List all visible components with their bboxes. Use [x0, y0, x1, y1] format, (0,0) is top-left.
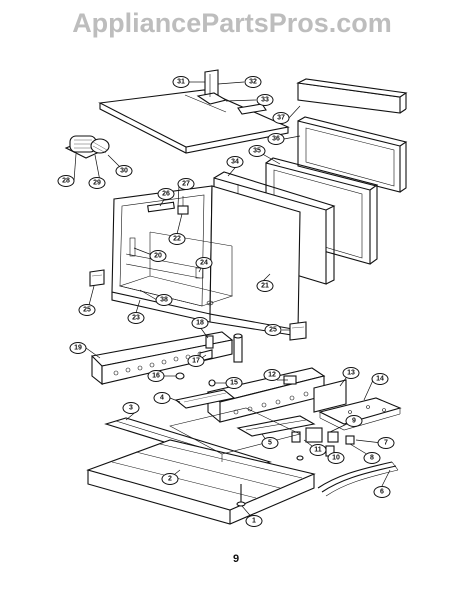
svg-text:14: 14 — [376, 376, 384, 383]
svg-text:18: 18 — [196, 320, 204, 327]
svg-text:35: 35 — [253, 148, 261, 155]
svg-text:26: 26 — [162, 191, 170, 198]
svg-text:8: 8 — [370, 455, 374, 462]
blower-assembly — [64, 135, 110, 159]
svg-text:1: 1 — [252, 518, 256, 525]
callout-4: 4 — [153, 392, 171, 404]
callout-29: 29 — [88, 177, 106, 189]
svg-text:38: 38 — [160, 297, 168, 304]
svg-text:20: 20 — [154, 253, 162, 260]
callout-17: 17 — [187, 355, 205, 367]
svg-text:13: 13 — [347, 370, 355, 377]
callout-13: 13 — [342, 367, 360, 379]
callout-27: 27 — [177, 178, 195, 190]
svg-text:22: 22 — [173, 236, 181, 243]
callout-33: 33 — [256, 94, 274, 106]
page-number: 9 — [232, 553, 240, 565]
insulation-panel-37 — [296, 78, 408, 114]
callout-1: 1 — [245, 515, 263, 527]
callout-24: 24 — [195, 257, 213, 269]
svg-text:33: 33 — [261, 97, 269, 104]
callout-7: 7 — [377, 437, 395, 449]
svg-text:37: 37 — [277, 115, 285, 122]
gas-manifold — [236, 415, 355, 457]
callout-19: 19 — [69, 342, 87, 354]
watermark: AppliancePartsPros.com — [72, 8, 392, 38]
svg-text:4: 4 — [160, 395, 164, 402]
svg-text:24: 24 — [200, 260, 208, 267]
svg-text:3: 3 — [129, 405, 133, 412]
vent-bracket — [196, 69, 267, 115]
insulation-panel-36 — [297, 116, 408, 193]
callout-12: 12 — [263, 369, 281, 381]
bracket-rail-19 — [90, 331, 243, 386]
callout-15: 15 — [225, 377, 243, 389]
callout-18: 18 — [191, 317, 209, 329]
svg-text:25: 25 — [83, 307, 91, 314]
svg-text:9: 9 — [352, 418, 356, 425]
callout-2: 2 — [161, 473, 179, 485]
callout-26: 26 — [157, 188, 175, 200]
svg-text:7: 7 — [384, 440, 388, 447]
callout-35: 35 — [248, 145, 266, 157]
svg-text:30: 30 — [120, 168, 128, 175]
svg-text:16: 16 — [152, 373, 160, 380]
svg-text:32: 32 — [249, 79, 257, 86]
side-plate-left — [89, 269, 105, 287]
svg-text:36: 36 — [272, 136, 280, 143]
callout-25-right: 25 — [264, 324, 282, 336]
burner-chassis — [174, 367, 326, 423]
callout-8: 8 — [363, 452, 381, 464]
callout-25-left: 25 — [78, 304, 96, 316]
svg-text:21: 21 — [261, 283, 269, 290]
top-cover-panel — [98, 89, 290, 154]
svg-text:19: 19 — [74, 345, 82, 352]
svg-text:27: 27 — [182, 181, 190, 188]
callout-20: 20 — [149, 250, 167, 262]
svg-text:10: 10 — [332, 455, 340, 462]
svg-text:11: 11 — [314, 447, 322, 454]
control-bracket — [313, 379, 402, 431]
callout-34: 34 — [226, 156, 244, 168]
callout-6: 6 — [373, 486, 391, 498]
side-plate-right — [289, 321, 307, 341]
callout-11: 11 — [309, 444, 327, 456]
callout-22: 22 — [168, 233, 186, 245]
base-pallet — [86, 407, 316, 525]
callout-10: 10 — [327, 452, 345, 464]
svg-text:28: 28 — [62, 178, 70, 185]
callout-30: 30 — [115, 165, 133, 177]
callout-9: 9 — [345, 415, 363, 427]
callout-16: 16 — [147, 370, 165, 382]
callout-38: 38 — [155, 294, 173, 306]
svg-text:6: 6 — [380, 489, 384, 496]
callout-28: 28 — [57, 175, 75, 187]
callout-31: 31 — [172, 76, 190, 88]
svg-text:23: 23 — [132, 315, 140, 322]
callout-5: 5 — [261, 437, 279, 449]
svg-text:34: 34 — [231, 159, 239, 166]
callout-36: 36 — [267, 133, 285, 145]
callout-3: 3 — [122, 402, 140, 414]
svg-text:5: 5 — [268, 440, 272, 447]
svg-text:17: 17 — [192, 358, 200, 365]
svg-text:2: 2 — [168, 476, 172, 483]
callout-21: 21 — [256, 280, 274, 292]
svg-text:12: 12 — [268, 372, 276, 379]
svg-text:15: 15 — [230, 380, 238, 387]
svg-text:29: 29 — [93, 180, 101, 187]
callout-32: 32 — [244, 76, 262, 88]
callout-14: 14 — [371, 373, 389, 385]
svg-text:31: 31 — [177, 79, 185, 86]
oven-cavity — [111, 185, 301, 337]
svg-text:25: 25 — [269, 327, 277, 334]
callout-37: 37 — [272, 112, 290, 124]
callout-23: 23 — [127, 312, 145, 324]
